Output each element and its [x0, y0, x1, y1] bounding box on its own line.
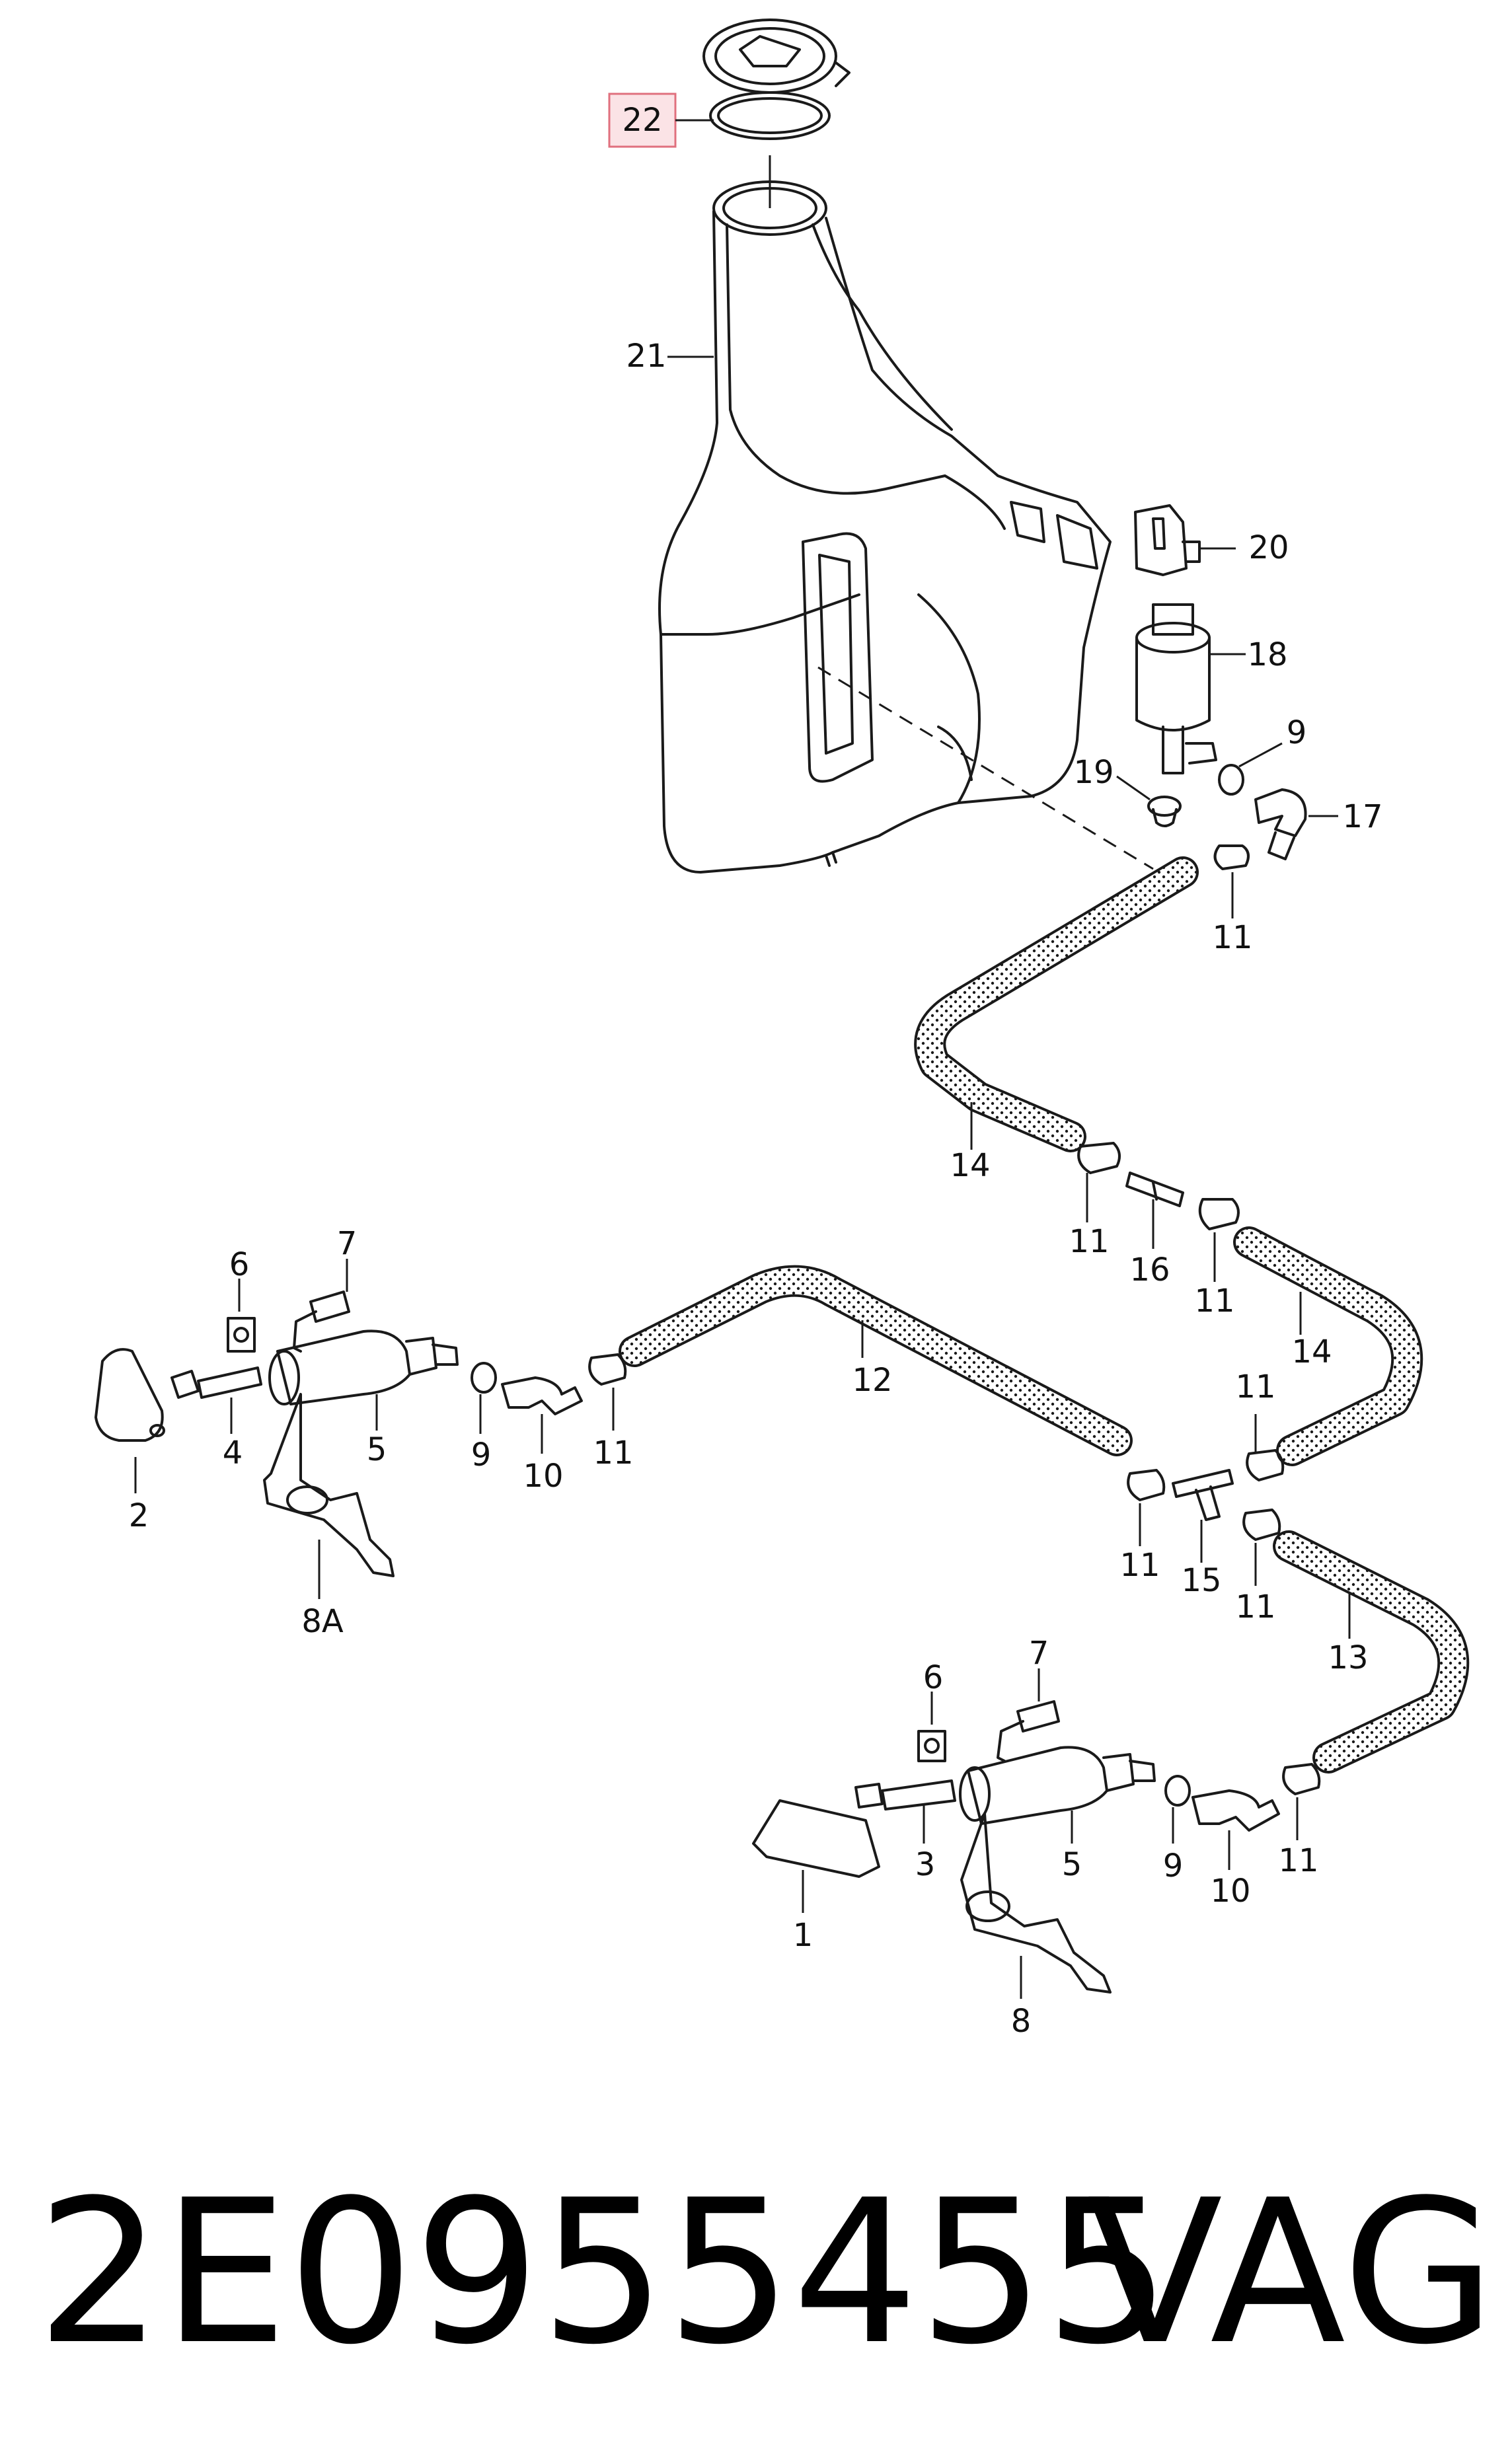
t-connector-15 — [1172, 1469, 1234, 1563]
hose-13 — [1273, 1530, 1470, 1773]
label-17: 17 — [1342, 798, 1382, 835]
hose-12 — [619, 1265, 1133, 1456]
label-5-left: 5 — [367, 1431, 387, 1468]
label-2: 2 — [129, 1497, 149, 1534]
cap-seal-ring — [709, 91, 831, 140]
label-7-left: 7 — [337, 1225, 358, 1262]
elbow-connector-17 — [1254, 788, 1338, 860]
label-8: 8 — [1011, 2003, 1032, 2040]
label-9-right: 9 — [1163, 1848, 1184, 1885]
o-ring-9-top — [1218, 764, 1244, 796]
label-6-left: 6 — [229, 1246, 250, 1283]
label-22: 22 — [622, 102, 662, 139]
label-18: 18 — [1247, 636, 1287, 673]
label-12: 12 — [852, 1362, 892, 1399]
hose-clip — [1282, 1763, 1321, 1795]
hose-14-upper — [914, 856, 1199, 1152]
hose-clip — [1077, 1142, 1121, 1174]
hose-clip — [1246, 1449, 1285, 1481]
hose-clip — [1127, 1469, 1166, 1501]
label-4: 4 — [223, 1435, 243, 1472]
label-16: 16 — [1129, 1251, 1170, 1288]
hose-14-middle — [1233, 1226, 1423, 1466]
label-21: 21 — [626, 338, 666, 375]
hose-clip — [1198, 1198, 1240, 1230]
label-19: 19 — [1073, 754, 1114, 791]
label-9-top: 9 — [1287, 714, 1307, 751]
hose-clip — [1242, 1509, 1281, 1541]
label-15: 15 — [1181, 1562, 1221, 1599]
pump-grommet — [1116, 775, 1182, 827]
label-6-right: 6 — [923, 1659, 944, 1696]
hose-clip — [1213, 844, 1250, 870]
label-14-middle: 14 — [1291, 1333, 1332, 1370]
right-washer-assembly — [752, 1668, 1280, 1999]
reservoir-cap — [702, 19, 850, 208]
label-11-g: 11 — [1278, 1842, 1318, 1879]
label-11-e: 11 — [1119, 1547, 1160, 1584]
label-7-right: 7 — [1029, 1635, 1049, 1672]
parts-diagram: 22 — [94, 19, 1470, 2040]
brand-name: VAG — [1087, 2157, 1496, 2388]
label-13: 13 — [1328, 1639, 1368, 1676]
washer-pump — [1135, 603, 1246, 774]
label-11-c: 11 — [1194, 1283, 1234, 1320]
label-14-upper: 14 — [950, 1147, 990, 1184]
washer-reservoir-tank — [658, 180, 1154, 874]
label-5-right: 5 — [1062, 1846, 1082, 1883]
part-number: 2E0955455 — [36, 2157, 1171, 2388]
label-3: 3 — [915, 1846, 936, 1883]
pump-connector — [1134, 504, 1236, 576]
left-washer-assembly — [94, 1259, 627, 1599]
label-10-right: 10 — [1210, 1873, 1250, 1910]
label-11-a: 11 — [1212, 919, 1252, 956]
label-8a: 8A — [301, 1603, 344, 1640]
label-11-b: 11 — [1069, 1223, 1109, 1260]
label-10-left: 10 — [523, 1458, 563, 1495]
caption: 2E0955455 VAG — [36, 2157, 1495, 2388]
label-9-left: 9 — [471, 1437, 492, 1474]
label-22-highlight: 22 — [608, 93, 714, 148]
label-11-f: 11 — [1235, 1588, 1275, 1625]
label-11-h: 11 — [593, 1435, 633, 1472]
connector-16 — [1125, 1172, 1184, 1249]
label-20: 20 — [1248, 529, 1289, 566]
label-1: 1 — [793, 1917, 813, 1954]
label-11-d: 11 — [1235, 1368, 1275, 1405]
